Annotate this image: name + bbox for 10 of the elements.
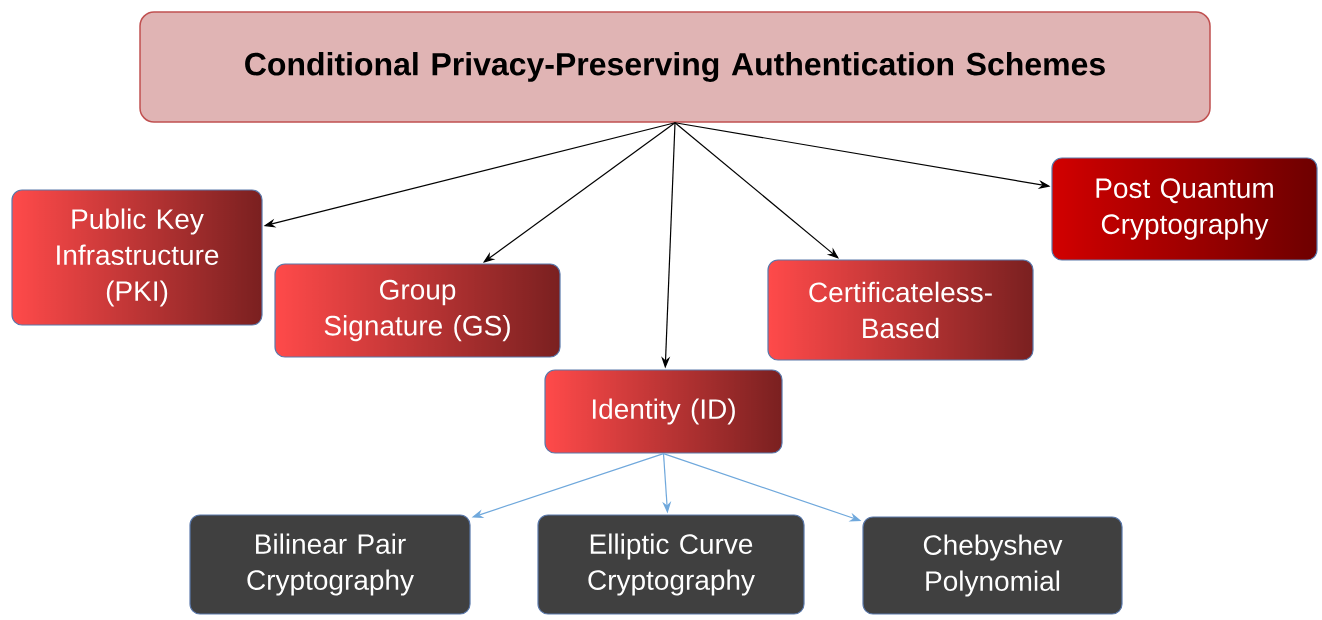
- title-box: Conditional Privacy-Preserving Authentication Schemes: [139, 11, 1211, 123]
- category-box: Identity (ID): [544, 369, 783, 454]
- technique-box: Bilinear Pair Cryptography: [189, 514, 471, 615]
- category-box: Post Quantum Cryptography: [1051, 157, 1318, 261]
- category-box: Group Signature (GS): [274, 263, 561, 358]
- arrow: [674, 122, 839, 259]
- technique-box: Chebyshev Polynomial: [862, 516, 1123, 615]
- category-box: Certificateless-Based: [767, 259, 1034, 361]
- technique-box: Elliptic Curve Cryptography: [537, 514, 805, 615]
- category-box: Public Key Infrastructure (PKI): [11, 189, 263, 326]
